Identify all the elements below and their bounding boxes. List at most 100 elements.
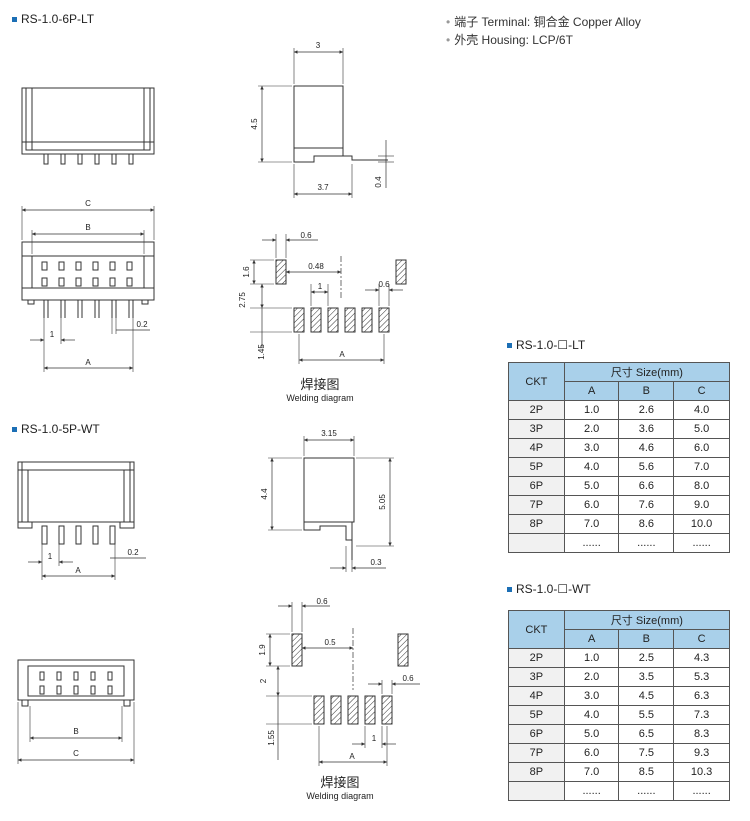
spec-label: 端子 Terminal: [454, 15, 531, 29]
table-cell: 3.5 [618, 667, 675, 687]
dim-label: 0.4 [374, 176, 383, 188]
spec-value: LCP/6T [532, 33, 573, 47]
bullet-dot-icon: • [446, 33, 451, 47]
table-header-b: B [618, 381, 675, 401]
table-cell: ...... [618, 533, 675, 553]
table-cell: 5.6 [618, 457, 675, 477]
lt6-welding-diagram [250, 234, 407, 364]
dim-label: 1.6 [242, 266, 251, 278]
table-cell: 3P [508, 667, 565, 687]
table-cell: 1.0 [563, 648, 620, 668]
table-cell: 7P [508, 495, 565, 515]
section-title-text: RS-1.0-☐-LT [516, 338, 586, 352]
dim-label: A [339, 350, 345, 359]
dim-label: 1.55 [267, 730, 276, 746]
table-cell: 8P [508, 514, 565, 534]
table-header-size: 尺寸 Size(mm) [563, 610, 731, 630]
table-cell: 4.0 [563, 457, 620, 477]
table-row: .................. [508, 781, 730, 801]
table-cell: 2.5 [618, 648, 675, 668]
dim-label: 2 [259, 678, 268, 683]
dim-label: 4.4 [260, 488, 269, 500]
dim-label: C [73, 749, 79, 758]
dim-label: 1 [318, 282, 323, 291]
welding-caption-cn: 焊接图 [300, 377, 339, 392]
table-cell: 5.0 [673, 419, 730, 439]
section-title-wt-table: RS-1.0-☐-WT [507, 582, 591, 596]
dim-label: 1 [372, 734, 377, 743]
dim-label: A [85, 358, 91, 367]
table-cell: 4.6 [618, 438, 675, 458]
table-cell: 7.0 [563, 762, 620, 782]
table-cell: 7.5 [618, 743, 675, 763]
wt5-welding-diagram [266, 602, 420, 766]
section-title-lt-table: RS-1.0-☐-LT [507, 338, 585, 352]
bullet-dot-icon: • [446, 15, 451, 29]
table-cell: 6.0 [673, 438, 730, 458]
table-cell: ...... [563, 781, 620, 801]
bullet-square-icon [12, 426, 17, 432]
table-cell [508, 533, 565, 553]
table-row: .................. [508, 533, 730, 553]
bullet-square-icon [507, 586, 512, 592]
dim-label: 0.6 [378, 280, 390, 289]
table-header-a: A [563, 629, 620, 649]
dim-label: 0.2 [136, 320, 148, 329]
table-cell: 7.6 [618, 495, 675, 515]
table-cell: 8.5 [618, 762, 675, 782]
dim-label: 4.5 [250, 118, 259, 130]
table-cell: 7P [508, 743, 565, 763]
table-cell: 4.0 [673, 400, 730, 420]
table-cell: 7.0 [673, 457, 730, 477]
dim-label: 0.6 [402, 674, 414, 683]
welding-caption-en: Welding diagram [286, 393, 353, 403]
spec-value: 铜合金 Copper Alloy [533, 15, 641, 29]
table-cell: 2.0 [563, 419, 620, 439]
dim-label: 3 [316, 41, 321, 50]
table-cell: 7.3 [673, 705, 730, 725]
table-cell: 10.3 [673, 762, 730, 782]
welding-caption-cn: 焊接图 [320, 775, 359, 790]
table-cell: 2.6 [618, 400, 675, 420]
lt6-front-view [21, 87, 155, 165]
table-cell: 6P [508, 476, 565, 496]
table-cell: 2P [508, 648, 565, 668]
table-header-ckt: CKT [508, 610, 565, 649]
table-cell: 6.0 [563, 495, 620, 515]
dim-label: 1 [48, 552, 53, 561]
table-header-c: C [673, 381, 730, 401]
wt5-side-view [268, 436, 394, 572]
dim-label: 1.45 [257, 344, 266, 360]
table-cell: ...... [618, 781, 675, 801]
table-cell: 9.3 [673, 743, 730, 763]
table-cell: 3.6 [618, 419, 675, 439]
table-cell: 1.0 [563, 400, 620, 420]
section-title-text: RS-1.0-6P-LT [21, 12, 95, 26]
section-title-text: RS-1.0-5P-WT [21, 422, 100, 436]
dim-label: A [75, 566, 81, 575]
dim-label: 1 [50, 330, 55, 339]
dim-label: 0.6 [316, 597, 328, 606]
table-cell: 8.0 [673, 476, 730, 496]
table-header-size: 尺寸 Size(mm) [563, 362, 731, 382]
table-cell [508, 781, 565, 801]
section-title-wt5: RS-1.0-5P-WT [12, 422, 100, 436]
dim-label: 0.5 [324, 638, 336, 647]
lt6-top-view [21, 206, 155, 372]
dim-label: 3.7 [317, 183, 329, 192]
table-cell: 4.3 [673, 648, 730, 668]
table-cell: 3P [508, 419, 565, 439]
dim-label: C [85, 199, 91, 208]
